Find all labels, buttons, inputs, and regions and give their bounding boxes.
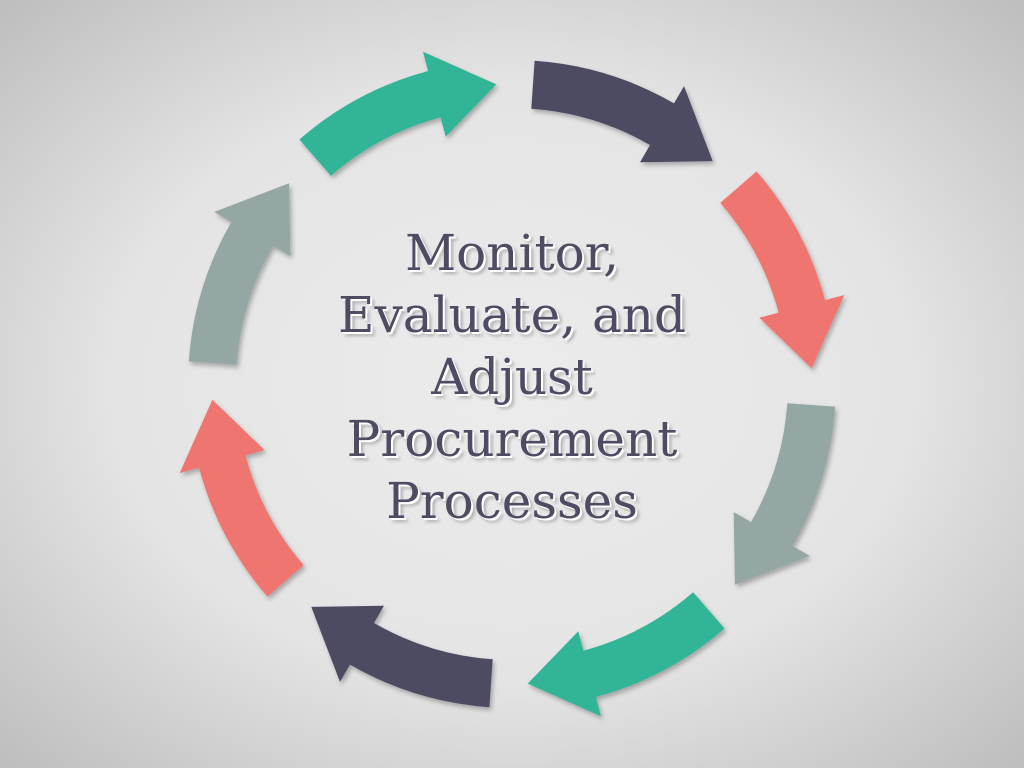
arrow-8-icon: [188, 183, 291, 365]
arrow-5-icon: [527, 592, 725, 717]
center-title: Monitor, Evaluate, and Adjust Procuremen…: [292, 212, 732, 542]
arrow-2-icon: [531, 60, 713, 163]
arrow-7-icon: [179, 399, 304, 597]
title-line-4: Procurement: [346, 410, 678, 468]
title-line-1: Monitor,: [404, 224, 619, 282]
title-line-5: Processes: [386, 472, 638, 530]
arrow-1-icon: [299, 51, 497, 176]
title-line-3: Adjust: [431, 348, 593, 406]
arrow-6-icon: [311, 605, 493, 708]
arrow-4-icon: [733, 403, 836, 585]
center-title-text: Monitor, Evaluate, and Adjust Procuremen…: [338, 222, 686, 532]
arrow-3-icon: [720, 171, 845, 369]
title-line-2: Evaluate, and: [337, 286, 687, 344]
